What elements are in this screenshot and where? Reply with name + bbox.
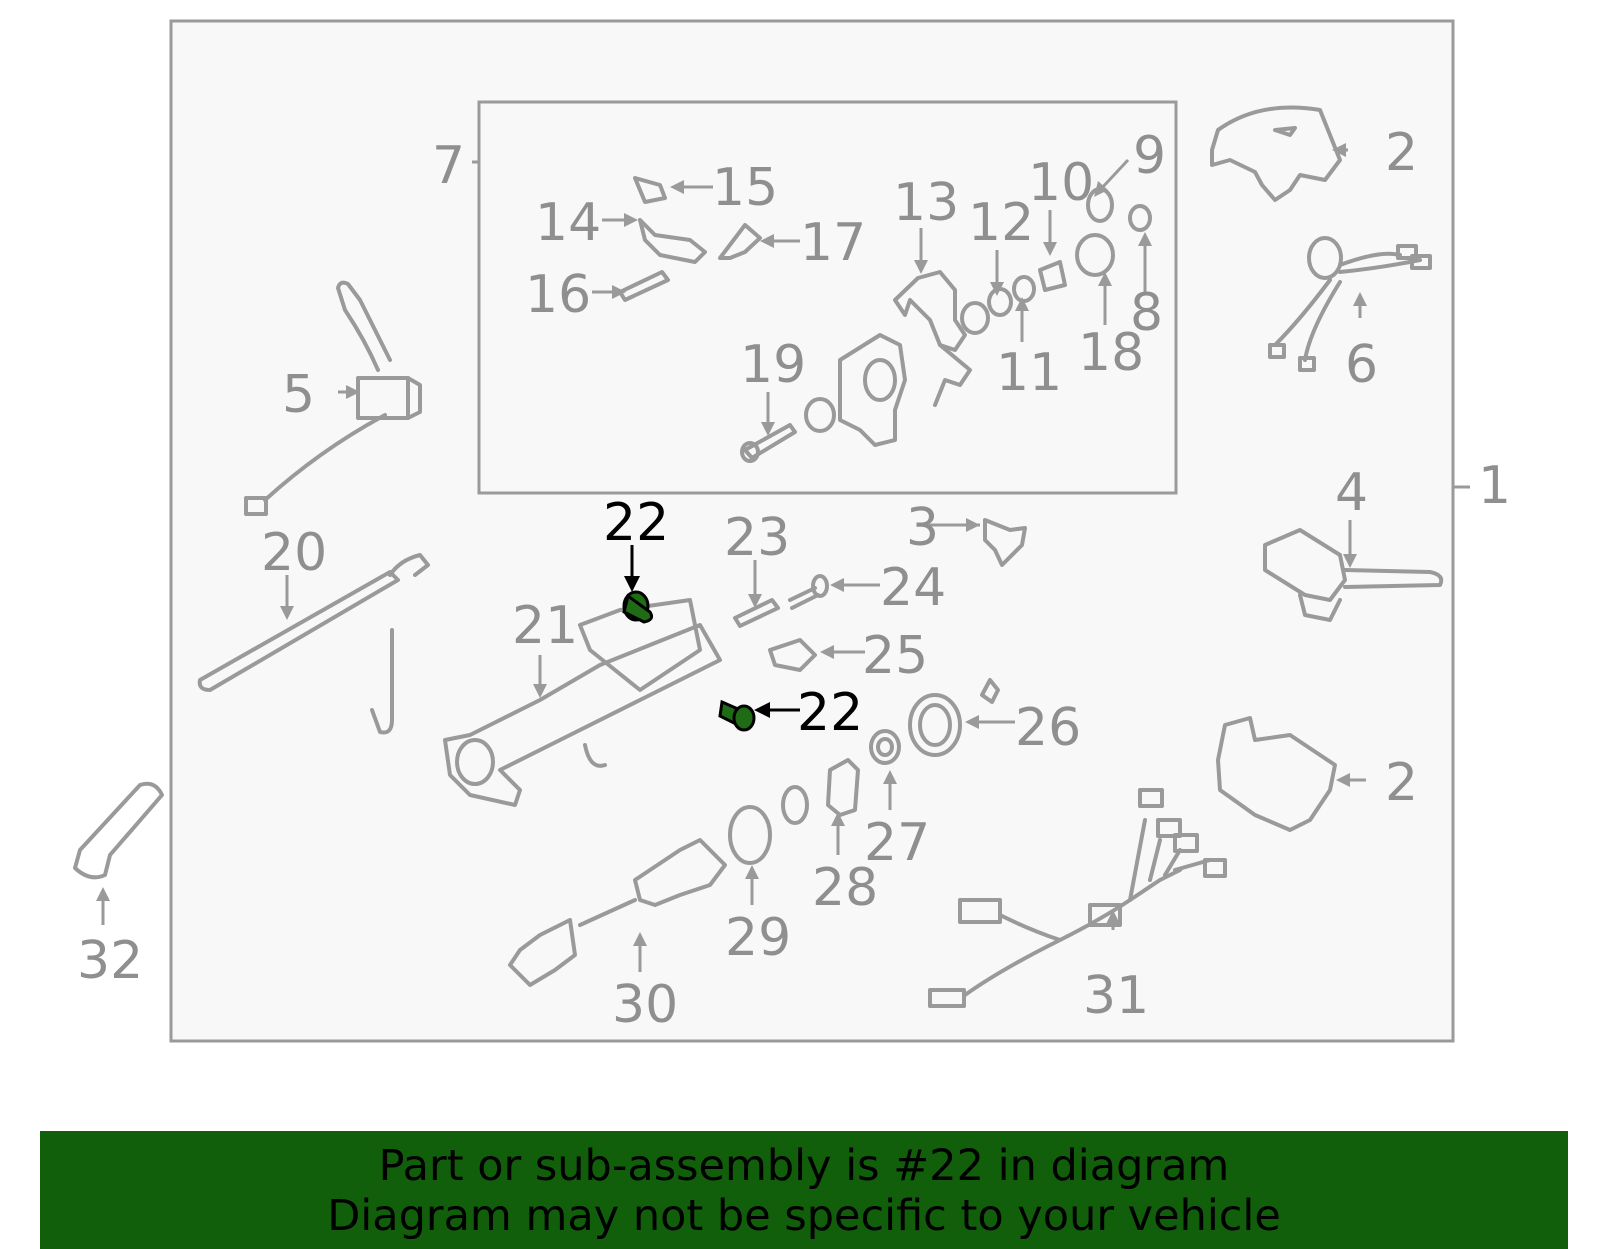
callout-32: 32 [77,931,143,991]
part-13-lock-body [893,270,972,407]
part-29-plate [728,785,809,865]
callout-10: 10 [1028,153,1094,213]
callout-16: 16 [525,265,591,325]
callout-6: 6 [1345,335,1378,395]
info-banner: Part or sub-assembly is #22 in diagram D… [40,1131,1568,1249]
callout-13: 13 [893,173,959,233]
banner-line-disclaimer: Diagram may not be specific to your vehi… [327,1191,1281,1241]
assembly-frame [169,19,1455,1043]
callout-26: 26 [1015,698,1081,758]
part-14-lever [638,218,707,264]
part-20-shaft [197,553,430,692]
callout-14: 14 [535,193,601,253]
part-22-upper[interactable] [622,590,653,624]
part-17-clip [718,223,762,260]
callout-4: 4 [1335,463,1368,523]
subassembly-box [477,100,1178,495]
callout-25: 25 [862,626,928,686]
part-4-combination-switch [1263,528,1444,622]
part-23-pin [733,598,780,628]
part-21-column [443,598,722,807]
callout-20: 20 [261,523,327,583]
part-rod [370,628,394,735]
callout-8: 8 [1130,283,1163,343]
callout-27: 27 [864,813,930,873]
part-24-bolt [788,574,829,610]
part-22-lower[interactable] [718,699,756,732]
part-19-housing [740,333,907,463]
callout-1: 1 [1478,456,1511,516]
part-26-bushing [908,678,1000,757]
callout-5: 5 [282,365,315,425]
callout-28: 28 [812,858,878,918]
part-25-piece [768,638,817,672]
part-2-upper-cover [1210,105,1342,202]
leader-lines-22 [624,545,800,718]
callout-31: 31 [1083,966,1149,1026]
callout-2-lower: 2 [1385,753,1418,813]
callout-12: 12 [968,193,1034,253]
callout-3: 3 [906,498,939,558]
part-32-boot [73,781,164,880]
callout-21: 21 [512,596,578,656]
callout-15: 15 [712,158,778,218]
callout-2-upper: 2 [1385,123,1418,183]
part-15-bolt [633,176,667,204]
part-6-harness [1268,236,1432,372]
callout-19: 19 [740,335,806,395]
callout-23: 23 [724,508,790,568]
leader-lines [96,143,1470,972]
callout-18: 18 [1078,323,1144,383]
part-30-joint [508,838,727,987]
callout-22-lower: 22 [797,683,863,743]
callout-17: 17 [800,213,866,273]
part-16-pin [618,270,670,302]
part-31-harness [928,788,1227,1008]
callout-29: 29 [725,908,791,968]
callout-22-upper: 22 [603,493,669,553]
part-3-bracket [983,518,1027,567]
banner-line-part: Part or sub-assembly is #22 in diagram [378,1141,1230,1191]
part-28-sensor [826,758,860,817]
callout-7: 7 [432,136,465,196]
callout-11: 11 [996,343,1062,403]
callout-24: 24 [880,558,946,618]
callout-30: 30 [612,975,678,1035]
part-5-ignition-switch [244,280,422,516]
callout-9: 9 [1133,126,1166,186]
part-27-washer [869,729,901,765]
part-2-lower-cover [1216,716,1337,832]
